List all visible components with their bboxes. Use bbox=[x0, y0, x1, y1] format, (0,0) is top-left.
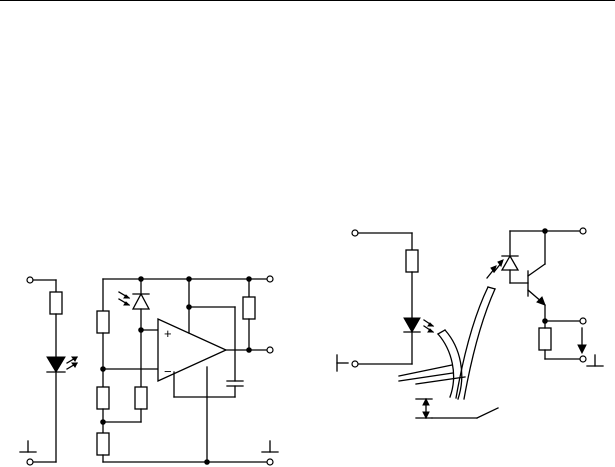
op-amp-minus-label: − bbox=[164, 364, 172, 379]
led-icon bbox=[403, 317, 421, 334]
op-amp-plus-label: + bbox=[164, 326, 172, 341]
fiber-guide-line bbox=[415, 376, 466, 385]
terminal-transmitter-top bbox=[351, 229, 359, 237]
top-border bbox=[0, 0, 615, 1]
resistor bbox=[134, 386, 148, 410]
terminal-receiver-top bbox=[579, 227, 587, 235]
op-amp-icon bbox=[157, 317, 228, 383]
optical-fiber-icon bbox=[437, 329, 463, 400]
resistor bbox=[242, 296, 256, 320]
output-arrow-icon bbox=[577, 327, 587, 355]
ground-icon bbox=[336, 354, 349, 372]
resistor bbox=[96, 432, 110, 456]
light-emission-icon bbox=[423, 319, 435, 333]
ground-icon bbox=[261, 440, 279, 453]
optical-fiber-icon bbox=[455, 286, 496, 400]
fiber-guide-line bbox=[398, 372, 454, 382]
terminal-receiver-output bbox=[579, 317, 587, 325]
incoming-light-icon bbox=[118, 291, 131, 306]
junction-dot bbox=[204, 459, 210, 465]
npn-transistor-icon bbox=[527, 230, 546, 306]
terminal-bottom-right bbox=[266, 458, 274, 466]
photodiode-amplifier-circuit: + − bbox=[96, 275, 279, 466]
terminal-output bbox=[266, 346, 274, 354]
ground-icon bbox=[19, 440, 37, 453]
light-emission-icon bbox=[66, 356, 78, 370]
resistor bbox=[49, 291, 63, 315]
photodiode-icon bbox=[500, 254, 520, 271]
terminal-transmitter-bottom bbox=[351, 360, 359, 368]
ground-icon bbox=[586, 354, 604, 367]
terminal-top-right bbox=[266, 275, 274, 283]
resistor bbox=[96, 386, 110, 410]
resistor bbox=[538, 327, 552, 351]
incoming-light-icon bbox=[486, 259, 504, 279]
terminal-bottom-left bbox=[26, 458, 34, 466]
led-driver-circuit bbox=[19, 276, 78, 466]
fiber-guide-line bbox=[398, 364, 453, 377]
led-icon bbox=[46, 356, 66, 373]
terminal-top-left bbox=[26, 276, 34, 284]
resistor bbox=[96, 310, 110, 334]
capacitor-icon bbox=[226, 380, 244, 387]
gap-dimension-marker bbox=[415, 397, 499, 420]
terminal-receiver-bottom bbox=[579, 355, 587, 363]
resistor bbox=[405, 249, 419, 273]
photodiode-icon bbox=[131, 292, 151, 310]
fiber-link-circuit bbox=[336, 227, 604, 420]
